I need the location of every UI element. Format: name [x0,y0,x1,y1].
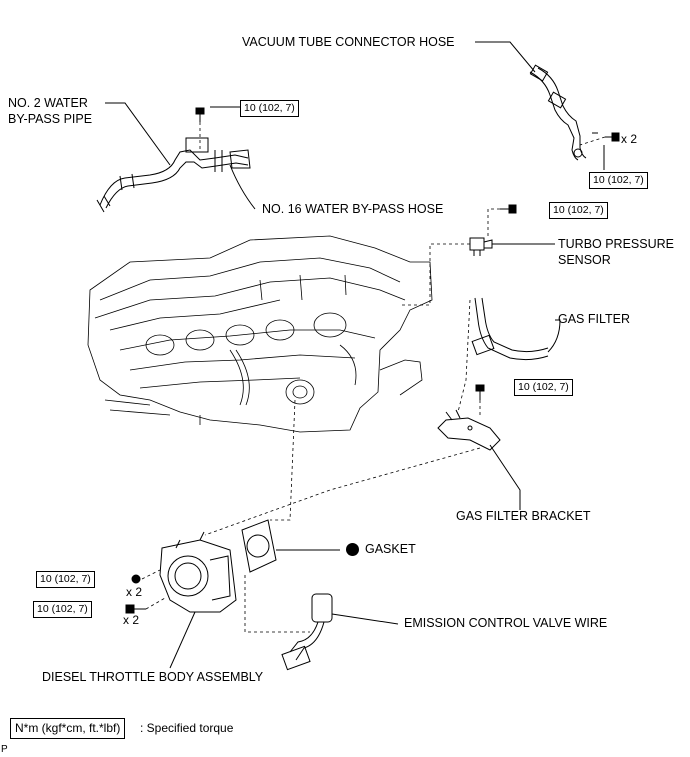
label-gas-filter: GAS FILTER [558,312,631,326]
label-vacuum-tube-connector-hose: VACUUM TUBE CONNECTOR HOSE [242,35,455,49]
label-diesel-throttle-body-assembly: DIESEL THROTTLE BODY ASSEMBLY [42,670,264,684]
gas-filter-drawing [471,297,549,361]
label-turbo-pressure-sensor-line2: SENSOR [558,253,611,267]
torque-box-bracket: 10 (102, 7) [514,379,573,396]
label-no2-water-bypass-pipe-line1: NO. 2 WATER [8,96,88,110]
torque-box-throttle-nut: 10 (102, 7) [36,571,95,588]
multiplier-throttle-nut: x 2 [126,585,143,599]
torque-box-throttle-bolt: 10 (102, 7) [33,601,92,618]
label-gas-filter-bracket: GAS FILTER BRACKET [456,509,591,523]
label-gasket: GASKET [365,542,416,556]
label-no2-water-bypass-pipe-line2: BY-PASS PIPE [8,112,93,126]
emission-wire-drawing [281,593,333,671]
corner-mark: P [1,744,8,755]
leader-lines [105,41,605,669]
bolts [125,107,620,614]
gas-filter-bracket-drawing [437,409,501,451]
alignment-lines [141,122,606,633]
label-no16-water-bypass-hose: NO. 16 WATER BY-PASS HOSE [262,202,444,216]
label-turbo-pressure-sensor-line1: TURBO PRESSURE [558,237,674,251]
gasket-drawing [241,519,277,573]
engine-illustration [87,235,433,433]
throttle-body-drawing [159,531,237,613]
torque-box-turbo-sensor: 10 (102, 7) [549,202,608,219]
new-part-dot-icon [346,543,359,556]
turbo-sensor-drawing [469,237,493,256]
multiplier-throttle-bolt: x 2 [123,613,140,627]
torque-box-water-pipe: 10 (102, 7) [240,100,299,117]
label-emission-control-valve-wire: EMISSION CONTROL VALVE WIRE [404,616,608,630]
water-bypass-pipe-drawing [96,137,251,213]
multiplier-vacuum-hose: x 2 [621,132,638,146]
vacuum-hose-drawing [529,64,587,161]
legend-torque-unit: N*m (kgf*cm, ft.*lbf) [10,718,126,739]
legend-torque-meaning: : Specified torque [140,721,234,735]
torque-box-vacuum-hose: 10 (102, 7) [589,172,648,189]
